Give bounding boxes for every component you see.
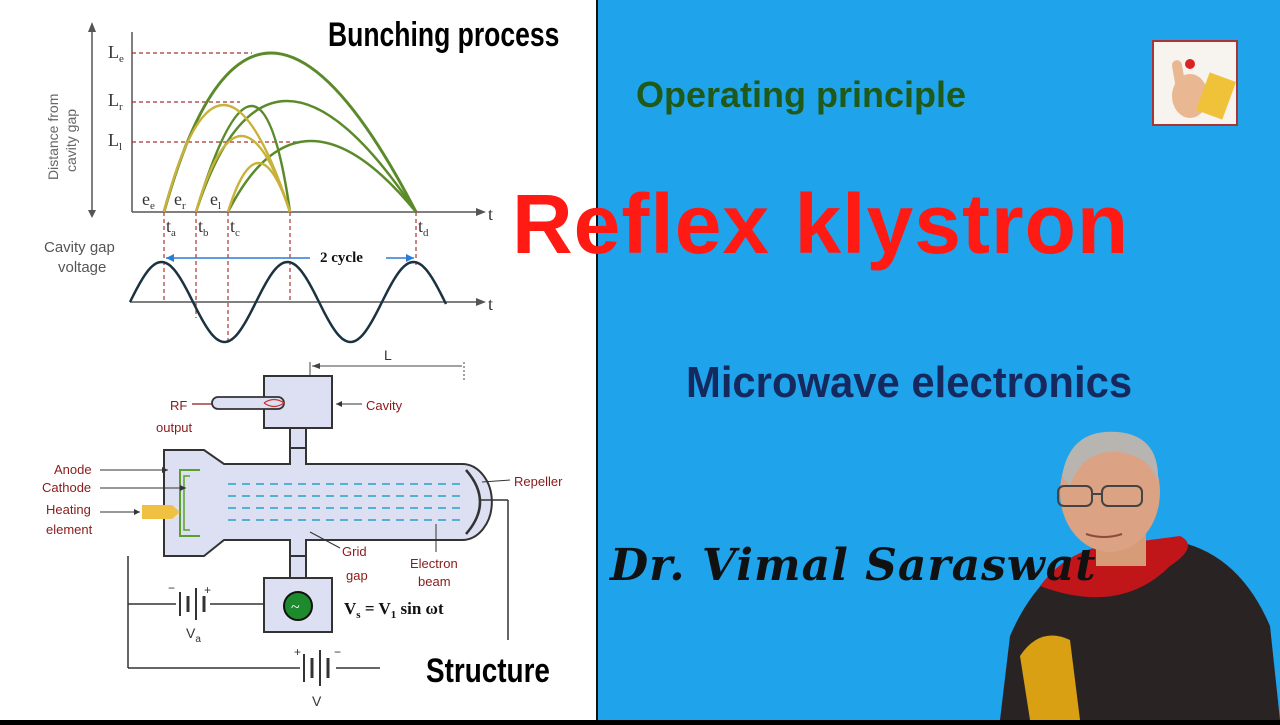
voltage-label-2: voltage	[58, 259, 106, 276]
length-label: L	[384, 347, 392, 363]
writing-hand-logo-icon	[1152, 40, 1238, 126]
svg-text:+: +	[204, 583, 211, 597]
trajectory-early	[162, 51, 418, 213]
heating-label-1: Heating	[46, 502, 91, 517]
bunching-title: Bunching process	[328, 16, 560, 54]
beam-label-2: beam	[418, 574, 451, 589]
electron-label-el: el	[210, 189, 221, 212]
rf-label-1: RF	[170, 398, 187, 413]
y-axis-label-1: Distance from	[45, 94, 61, 180]
trajectory-gold-3	[226, 162, 292, 213]
time-label-tb: tb	[198, 216, 209, 239]
voltage-sine-wave	[128, 260, 448, 344]
heating-element	[142, 505, 180, 519]
cavity-label: Cavity	[366, 398, 403, 413]
svg-text:~: ~	[291, 599, 300, 616]
bunching-diagram: Distance from cavity gap Le Lr Ll ee er …	[42, 22, 563, 709]
repeller-electrode	[465, 469, 482, 535]
level-label-le: Le	[108, 42, 124, 65]
time-label-tc: tc	[230, 216, 240, 239]
battery-v-icon	[303, 650, 330, 686]
ac-source-box	[263, 577, 333, 633]
cavity-box	[263, 375, 333, 429]
time-axis-label: t	[488, 204, 493, 224]
trajectory-ref	[194, 100, 418, 213]
main-title: Reflex klystron	[512, 177, 1130, 271]
voltage-label-1: Cavity gap	[44, 239, 115, 256]
y-axis-label-2: cavity gap	[63, 109, 79, 172]
vs-equation: Vs = V1 sin ωt	[344, 599, 444, 621]
time-label-ta: ta	[166, 216, 176, 239]
microwave-electronics-title: Microwave electronics	[686, 358, 1133, 407]
level-label-lr: Lr	[108, 90, 123, 113]
grid-label-2: gap	[346, 568, 368, 583]
left-panel: Distance from cavity gap Le Lr Ll ee er …	[0, 0, 598, 720]
cycle-label: 2 cycle	[320, 250, 363, 266]
repeller-label: Repeller	[514, 474, 563, 489]
v-label: V	[312, 693, 322, 709]
trajectory-gold-1	[162, 104, 292, 213]
svg-text:−: −	[168, 581, 175, 595]
cathode-label: Cathode	[42, 480, 91, 495]
va-label: Va	[186, 625, 201, 645]
trajectory-late	[226, 139, 417, 213]
structure-title: Structure	[426, 652, 550, 690]
electron-label-er: er	[174, 189, 186, 212]
ac-source-icon	[283, 591, 313, 621]
anode-label: Anode	[54, 462, 92, 477]
grid-label-1: Grid	[342, 544, 367, 559]
electron-label-ee: ee	[142, 189, 155, 212]
battery-va-icon	[179, 588, 206, 620]
rf-label-2: output	[156, 420, 193, 435]
voltage-time-axis-label: t	[488, 294, 493, 314]
rf-output-tube	[211, 396, 285, 410]
operating-principle-title: Operating principle	[636, 74, 967, 115]
level-label-ll: Ll	[108, 130, 122, 153]
structure-diagram: L RF output Cavity	[42, 347, 563, 709]
klystron-tube	[163, 447, 493, 557]
presenter-photo	[1000, 426, 1280, 720]
svg-text:+: +	[294, 645, 301, 659]
heating-label-2: element	[46, 522, 93, 537]
beam-label-1: Electron	[410, 556, 458, 571]
time-label-td: td	[418, 216, 429, 239]
svg-text:−: −	[334, 645, 341, 659]
author-name: Dr. Vimal Saraswat	[610, 540, 1097, 591]
